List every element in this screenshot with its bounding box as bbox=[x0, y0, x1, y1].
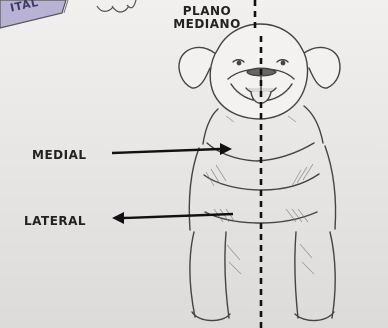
medial-label: MEDIAL bbox=[32, 148, 87, 162]
lateral-label: LATERAL bbox=[24, 214, 86, 228]
median-plane-label-line-2: MEDIANO bbox=[164, 18, 250, 31]
median-plane-label: PLANO MEDIANO bbox=[164, 5, 250, 31]
